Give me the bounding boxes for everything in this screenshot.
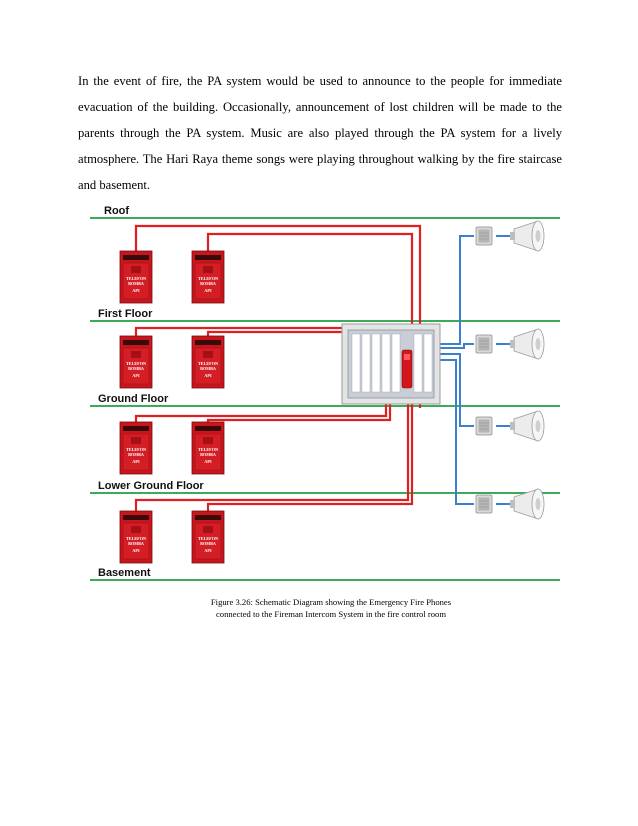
fireman-intercom-panel bbox=[342, 324, 440, 404]
horn-speaker-icon bbox=[510, 411, 544, 441]
phone-first-right-line2: BOMBA bbox=[200, 366, 216, 371]
ceiling-speaker-icon bbox=[476, 495, 492, 513]
phone-ground-left: TELEFON BOMBA API bbox=[120, 422, 152, 474]
phone-ground-right: TELEFON BOMBA API bbox=[192, 422, 224, 474]
floor-label-lower-ground-floor: Lower Ground Floor bbox=[98, 480, 204, 492]
phone-ground-left-line3: API bbox=[132, 459, 140, 464]
phone-first-right-line3: API bbox=[204, 373, 212, 378]
phone-basement-right-line2: BOMBA bbox=[200, 541, 216, 546]
caption-line-2: connected to the Fireman Intercom System… bbox=[196, 608, 466, 620]
phone-basement-right: TELEFON BOMBA API bbox=[192, 511, 224, 563]
body-paragraph: In the event of fire, the PA system woul… bbox=[78, 68, 562, 198]
phone-roof-left-line3: API bbox=[132, 288, 140, 293]
phone-basement-left-line3: API bbox=[132, 548, 140, 553]
phone-basement-right-line3: API bbox=[204, 548, 212, 553]
phone-first-left-line3: API bbox=[132, 373, 140, 378]
phone-roof-right-line2: BOMBA bbox=[200, 281, 216, 286]
phone-roof-right-line3: API bbox=[204, 288, 212, 293]
horn-speaker-icon bbox=[510, 329, 544, 359]
phone-basement-left: TELEFON BOMBA API bbox=[120, 511, 152, 563]
phone-first-left-line2: BOMBA bbox=[128, 366, 144, 371]
schematic-diagram: Roof First Floor Ground Floor Lower Grou… bbox=[90, 196, 560, 586]
phone-ground-left-line2: BOMBA bbox=[128, 452, 144, 457]
phone-basement-left-line2: BOMBA bbox=[128, 541, 144, 546]
phone-ground-right-line2: BOMBA bbox=[200, 452, 216, 457]
floor-label-first-floor: First Floor bbox=[98, 308, 153, 320]
horn-speaker-icon bbox=[510, 221, 544, 251]
speaker-wiring bbox=[440, 236, 510, 504]
ceiling-speaker-icon bbox=[476, 417, 492, 435]
ceiling-speaker-icon bbox=[476, 335, 492, 353]
pa-speakers bbox=[476, 221, 544, 519]
caption-line-1: Figure 3.26: Schematic Diagram showing t… bbox=[196, 596, 466, 608]
phone-ground-right-line3: API bbox=[204, 459, 212, 464]
phone-first-left: TELEFON BOMBA API bbox=[120, 336, 152, 388]
floor-label-basement: Basement bbox=[98, 567, 151, 579]
floor-label-roof: Roof bbox=[104, 205, 129, 217]
phone-roof-right: TELEFON BOMBA API bbox=[192, 251, 224, 303]
phone-first-right: TELEFON BOMBA API bbox=[192, 336, 224, 388]
floor-label-ground-floor: Ground Floor bbox=[98, 393, 169, 405]
figure-caption: Figure 3.26: Schematic Diagram showing t… bbox=[196, 596, 466, 620]
ceiling-speaker-icon bbox=[476, 227, 492, 245]
phone-roof-left-line2: BOMBA bbox=[128, 281, 144, 286]
phone-roof-left: TELEFON BOMBA API bbox=[120, 251, 152, 303]
